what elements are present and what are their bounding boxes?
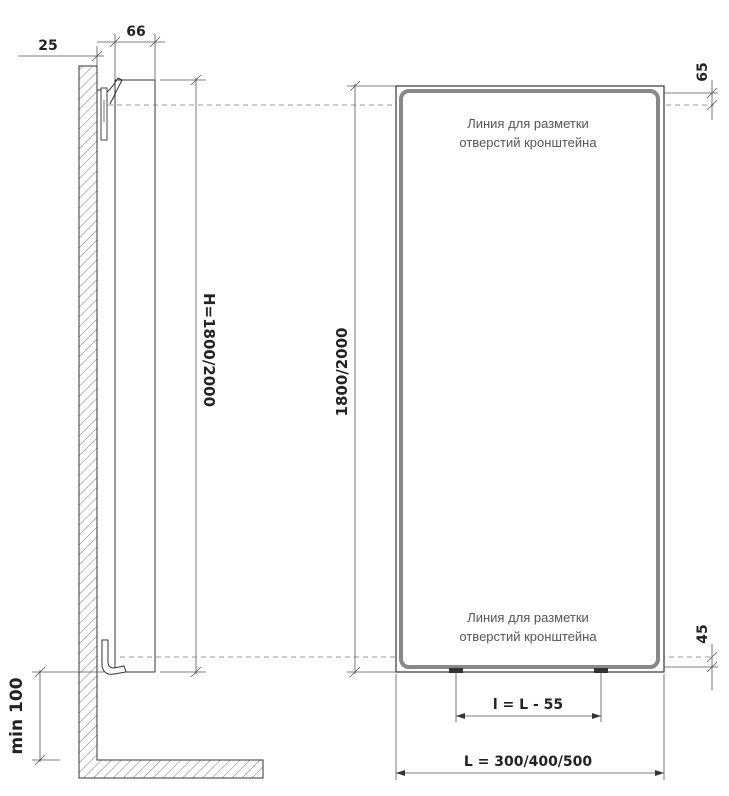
depth-label: 66 <box>126 24 145 40</box>
width-label: L = 300/400/500 <box>464 754 593 770</box>
height-side-label: H=1800/2000 <box>200 293 218 407</box>
dim-bottom-offset: 45 <box>664 624 718 690</box>
top-bracket <box>97 77 123 141</box>
top-offset-label: 65 <box>695 62 711 81</box>
dim-floor-clearance: min 100 <box>7 666 104 766</box>
radiator-front-outer <box>395 85 665 673</box>
dim-wall-gap: 25 <box>18 38 104 66</box>
bottom-offset-label: 45 <box>695 624 711 643</box>
dim-mount-spacing: l = L - 55 <box>455 673 602 722</box>
top-mark-note-line1: Линия для разметки <box>467 116 589 131</box>
bottom-hook <box>101 639 127 675</box>
radiator-front-panel <box>399 89 660 669</box>
wall-gap-label: 25 <box>38 38 57 54</box>
radiator-side-body <box>114 79 156 673</box>
side-view: 25 66 H=1800/2000 min 100 <box>7 24 264 779</box>
mount-spacing-label: l = L - 55 <box>493 697 563 713</box>
bottom-mark-note-line2: отверстий кронштейна <box>459 629 597 644</box>
top-mark-note-line2: отверстий кронштейна <box>459 135 597 150</box>
dim-depth: 66 <box>97 24 165 80</box>
left-foot <box>449 668 463 673</box>
dim-height-front: 1800/2000 <box>333 80 396 678</box>
dim-top-offset: 65 <box>664 62 718 120</box>
dim-height-side: H=1800/2000 <box>160 74 218 678</box>
dim-width: L = 300/400/500 <box>395 674 665 780</box>
floor-clearance-label: min 100 <box>7 677 27 754</box>
front-view: Линия для разметки отверстий кронштейна … <box>333 62 718 780</box>
right-foot <box>594 668 608 673</box>
bottom-mark-note-line1: Линия для разметки <box>467 610 589 625</box>
height-front-label: 1800/2000 <box>333 328 351 417</box>
